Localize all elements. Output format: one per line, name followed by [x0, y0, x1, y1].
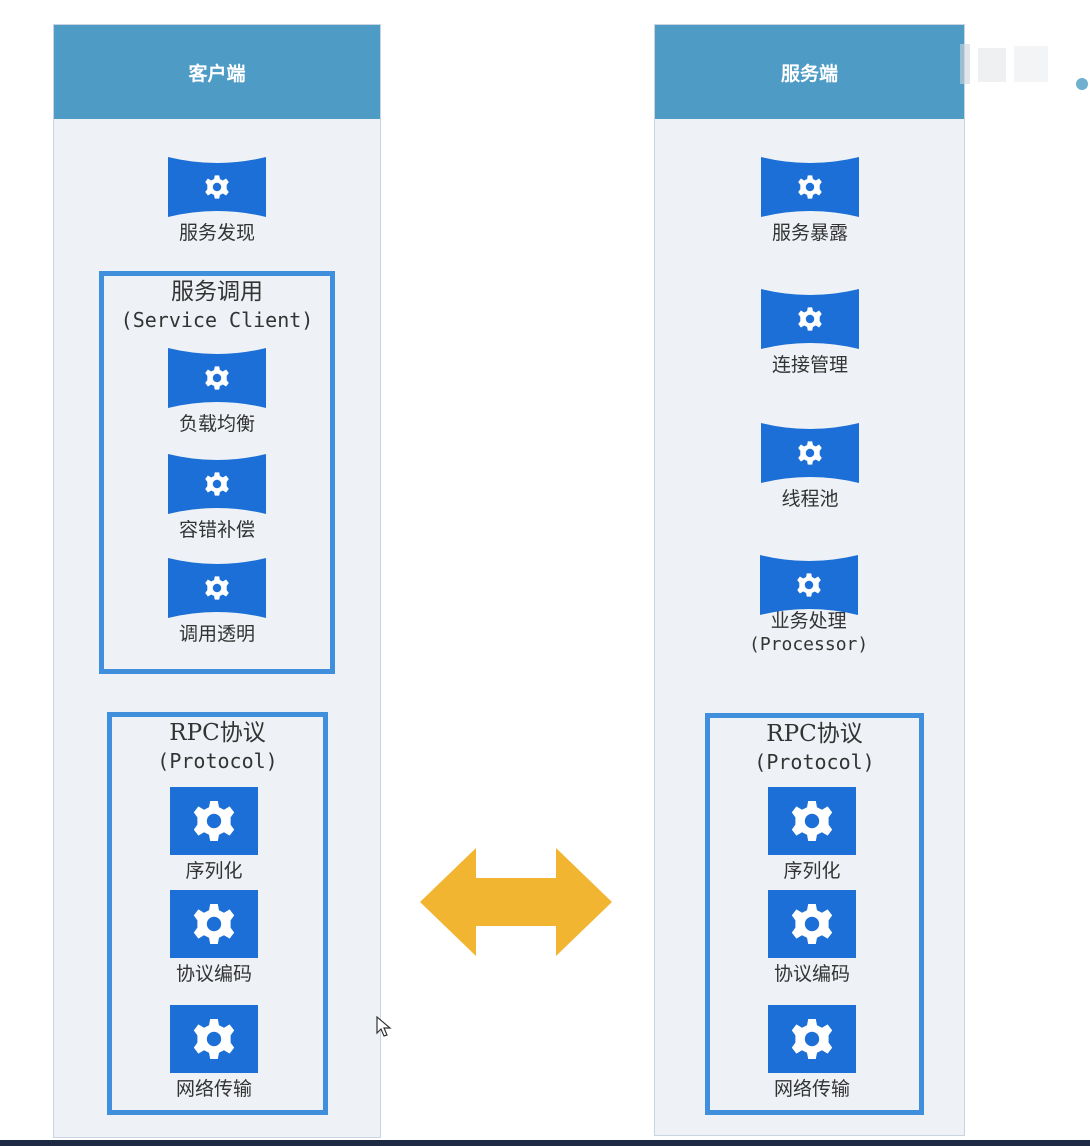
- gear-flag-icon: [168, 558, 266, 618]
- group-title-text: RPC协议: [169, 720, 266, 746]
- node-network-transport: 网络传输: [768, 1005, 856, 1101]
- node-label: 调用透明: [178, 623, 255, 645]
- service-client-group: 服务调用 (Service Client) 负载均衡 容错补偿 调用透明: [99, 271, 335, 674]
- group-title-text: 服务调用: [171, 279, 263, 305]
- node-label: 网络传输: [175, 1078, 252, 1100]
- node-label: 连接管理: [771, 354, 848, 376]
- group-title: RPC协议 (Protocol): [710, 720, 919, 776]
- gear-flag-icon: [761, 157, 859, 217]
- node-label: 协议编码: [773, 963, 850, 985]
- gear-flag-icon: [761, 423, 859, 483]
- node-serialization: 序列化: [170, 787, 258, 883]
- node-label: 网络传输: [773, 1078, 850, 1100]
- node-label: 负载均衡: [178, 413, 255, 435]
- node-label: 序列化: [185, 860, 243, 882]
- gear-flag-icon: [168, 454, 266, 514]
- gear-flag-icon: [168, 157, 266, 217]
- group-subtitle-text: (Service Client): [120, 308, 314, 332]
- client-protocol-group: RPC协议 (Protocol) 序列化 协议编码 网络传输: [107, 712, 328, 1115]
- node-service-discovery: 服务发现: [168, 157, 266, 245]
- gear-box-icon: [170, 1005, 258, 1073]
- gear-box-icon: [170, 890, 258, 958]
- group-title: 服务调用 (Service Client): [104, 278, 330, 334]
- gear-box-icon: [768, 890, 856, 958]
- node-label: 业务处理 (Processor): [749, 609, 868, 657]
- node-serialization: 序列化: [768, 787, 856, 883]
- bottom-bar: [0, 1140, 1090, 1146]
- node-transparent-call: 调用透明: [168, 558, 266, 646]
- node-load-balance: 负载均衡: [168, 348, 266, 436]
- gear-box-icon: [768, 1005, 856, 1073]
- server-panel: 服务端 服务暴露 连接管理 线程池 业务处理 (Processor) RPC协议…: [654, 24, 965, 1136]
- server-protocol-group: RPC协议 (Protocol) 序列化 协议编码 网络传输: [705, 713, 924, 1115]
- node-connection-management: 连接管理: [761, 289, 859, 377]
- node-network-transport: 网络传输: [170, 1005, 258, 1101]
- watermark-logo: [960, 44, 1088, 90]
- group-title: RPC协议 (Protocol): [112, 719, 323, 775]
- group-subtitle-text: (Protocol): [754, 750, 875, 774]
- node-processor: 业务处理 (Processor): [749, 555, 868, 657]
- client-header: 客户端: [54, 25, 380, 119]
- node-protocol-encoding: 协议编码: [768, 890, 856, 986]
- gear-flag-icon: [168, 348, 266, 408]
- node-label: 线程池: [781, 488, 839, 510]
- gear-box-icon: [170, 787, 258, 855]
- node-fault-tolerance: 容错补偿: [168, 454, 266, 542]
- node-thread-pool: 线程池: [761, 423, 859, 511]
- processor-label: 业务处理: [770, 610, 847, 632]
- node-label: 容错补偿: [178, 519, 255, 541]
- group-title-text: RPC协议: [766, 721, 863, 747]
- node-protocol-encoding: 协议编码: [170, 890, 258, 986]
- node-label: 服务发现: [178, 222, 255, 244]
- gear-flag-icon: [761, 289, 859, 349]
- node-label: 协议编码: [175, 963, 252, 985]
- server-header: 服务端: [655, 25, 964, 119]
- node-label: 序列化: [783, 860, 841, 882]
- gear-flag-icon: [760, 555, 858, 615]
- group-subtitle-text: (Protocol): [157, 749, 278, 773]
- gear-box-icon: [768, 787, 856, 855]
- processor-sub-label: (Processor): [749, 634, 869, 655]
- mouse-cursor-icon: [376, 1016, 392, 1037]
- node-label: 服务暴露: [771, 222, 848, 244]
- double-arrow-icon: [420, 848, 612, 956]
- node-service-export: 服务暴露: [761, 157, 859, 245]
- client-panel: 客户端 服务发现 服务调用 (Service Client) 负载均衡 容错补偿…: [53, 24, 381, 1138]
